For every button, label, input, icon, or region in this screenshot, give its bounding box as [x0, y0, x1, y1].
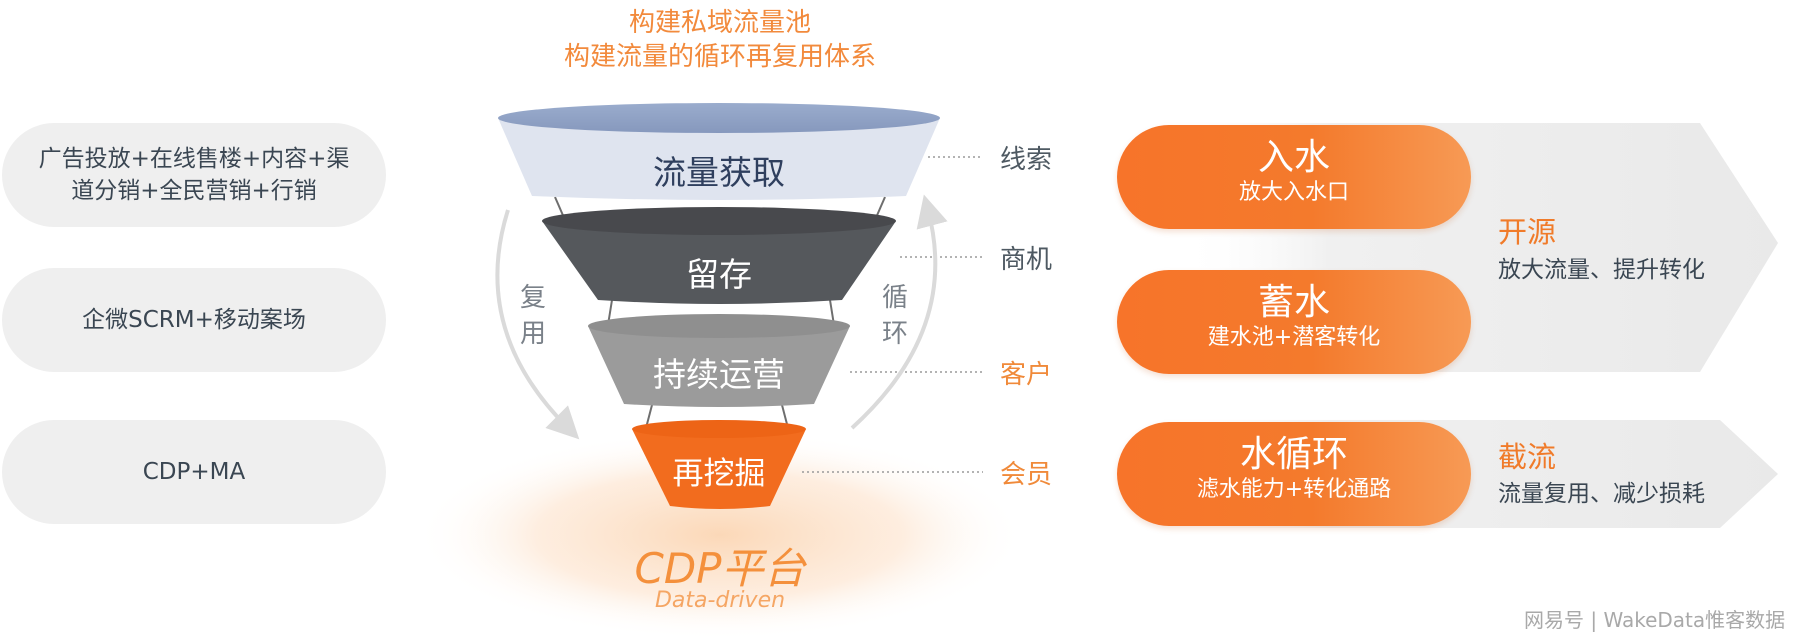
left-pill-scrm: 企微SCRM+移动案场	[2, 268, 386, 372]
funnel-stage-3-label: 持续运营	[600, 348, 838, 396]
side-label-member: 会员	[1000, 454, 1052, 491]
reuse-label-text: 复用	[518, 280, 548, 352]
left-pill-line: 道分销+全民营销+行销	[39, 175, 350, 207]
left-pill-line: 企微SCRM+移动案场	[82, 304, 306, 336]
funnel-stage-3-rim	[588, 314, 850, 338]
water-pill-subtitle: 放大入水口	[1117, 179, 1471, 207]
water-pill-title: 水循环	[1117, 434, 1471, 476]
funnel-stage-2-label: 留存	[580, 248, 858, 296]
water-pill-title: 蓄水	[1117, 282, 1471, 324]
group-subtitle-open-source: 放大流量、提升转化	[1498, 250, 1705, 284]
cdp-platform-subtitle: Data-driven	[570, 588, 870, 613]
cdp-platform-title: CDP平台	[570, 535, 870, 596]
water-pill-storage: 蓄水 建水池+潜客转化	[1117, 270, 1471, 374]
group-subtitle-cutoff: 流量复用、减少损耗	[1498, 474, 1705, 508]
reuse-label: 复用	[518, 280, 548, 352]
side-label-opportunity: 商机	[1000, 239, 1052, 276]
water-pill-subtitle: 建水池+潜客转化	[1117, 324, 1471, 352]
side-label-customer: 客户	[1000, 354, 1052, 391]
left-pill-cdp: CDP+MA	[2, 420, 386, 524]
water-pill-cycle: 水循环 滤水能力+转化通路	[1117, 422, 1471, 526]
funnel-stage-1-label: 流量获取	[560, 146, 878, 194]
water-pill-inflow: 入水 放大入水口	[1117, 125, 1471, 229]
watermark: 网易号 | WakeData惟客数据	[1524, 604, 1785, 633]
water-pill-subtitle: 滤水能力+转化通路	[1117, 476, 1471, 504]
funnel-stage-4-rim	[632, 420, 806, 438]
cycle-label-text: 循环	[880, 280, 910, 352]
group-title-open-source: 开源	[1498, 209, 1556, 251]
header-title: 构建私域流量池 构建流量的循环再复用体系	[520, 6, 920, 74]
water-pill-title: 入水	[1117, 137, 1471, 179]
funnel-top-rim	[498, 103, 940, 133]
cycle-label: 循环	[880, 280, 910, 352]
group-title-cutoff: 截流	[1498, 434, 1556, 476]
funnel-stage-4-label: 再挖掘	[630, 448, 808, 493]
left-pill-line: 广告投放+在线售楼+内容+渠	[39, 143, 350, 175]
header-line-1: 构建私域流量池	[520, 6, 920, 40]
left-pill-channels: 广告投放+在线售楼+内容+渠 道分销+全民营销+行销	[2, 123, 386, 227]
funnel-stage-2-rim	[542, 207, 896, 235]
side-label-clue: 线索	[1000, 139, 1052, 176]
left-pill-line: CDP+MA	[143, 456, 246, 488]
header-line-2: 构建流量的循环再复用体系	[520, 40, 920, 74]
